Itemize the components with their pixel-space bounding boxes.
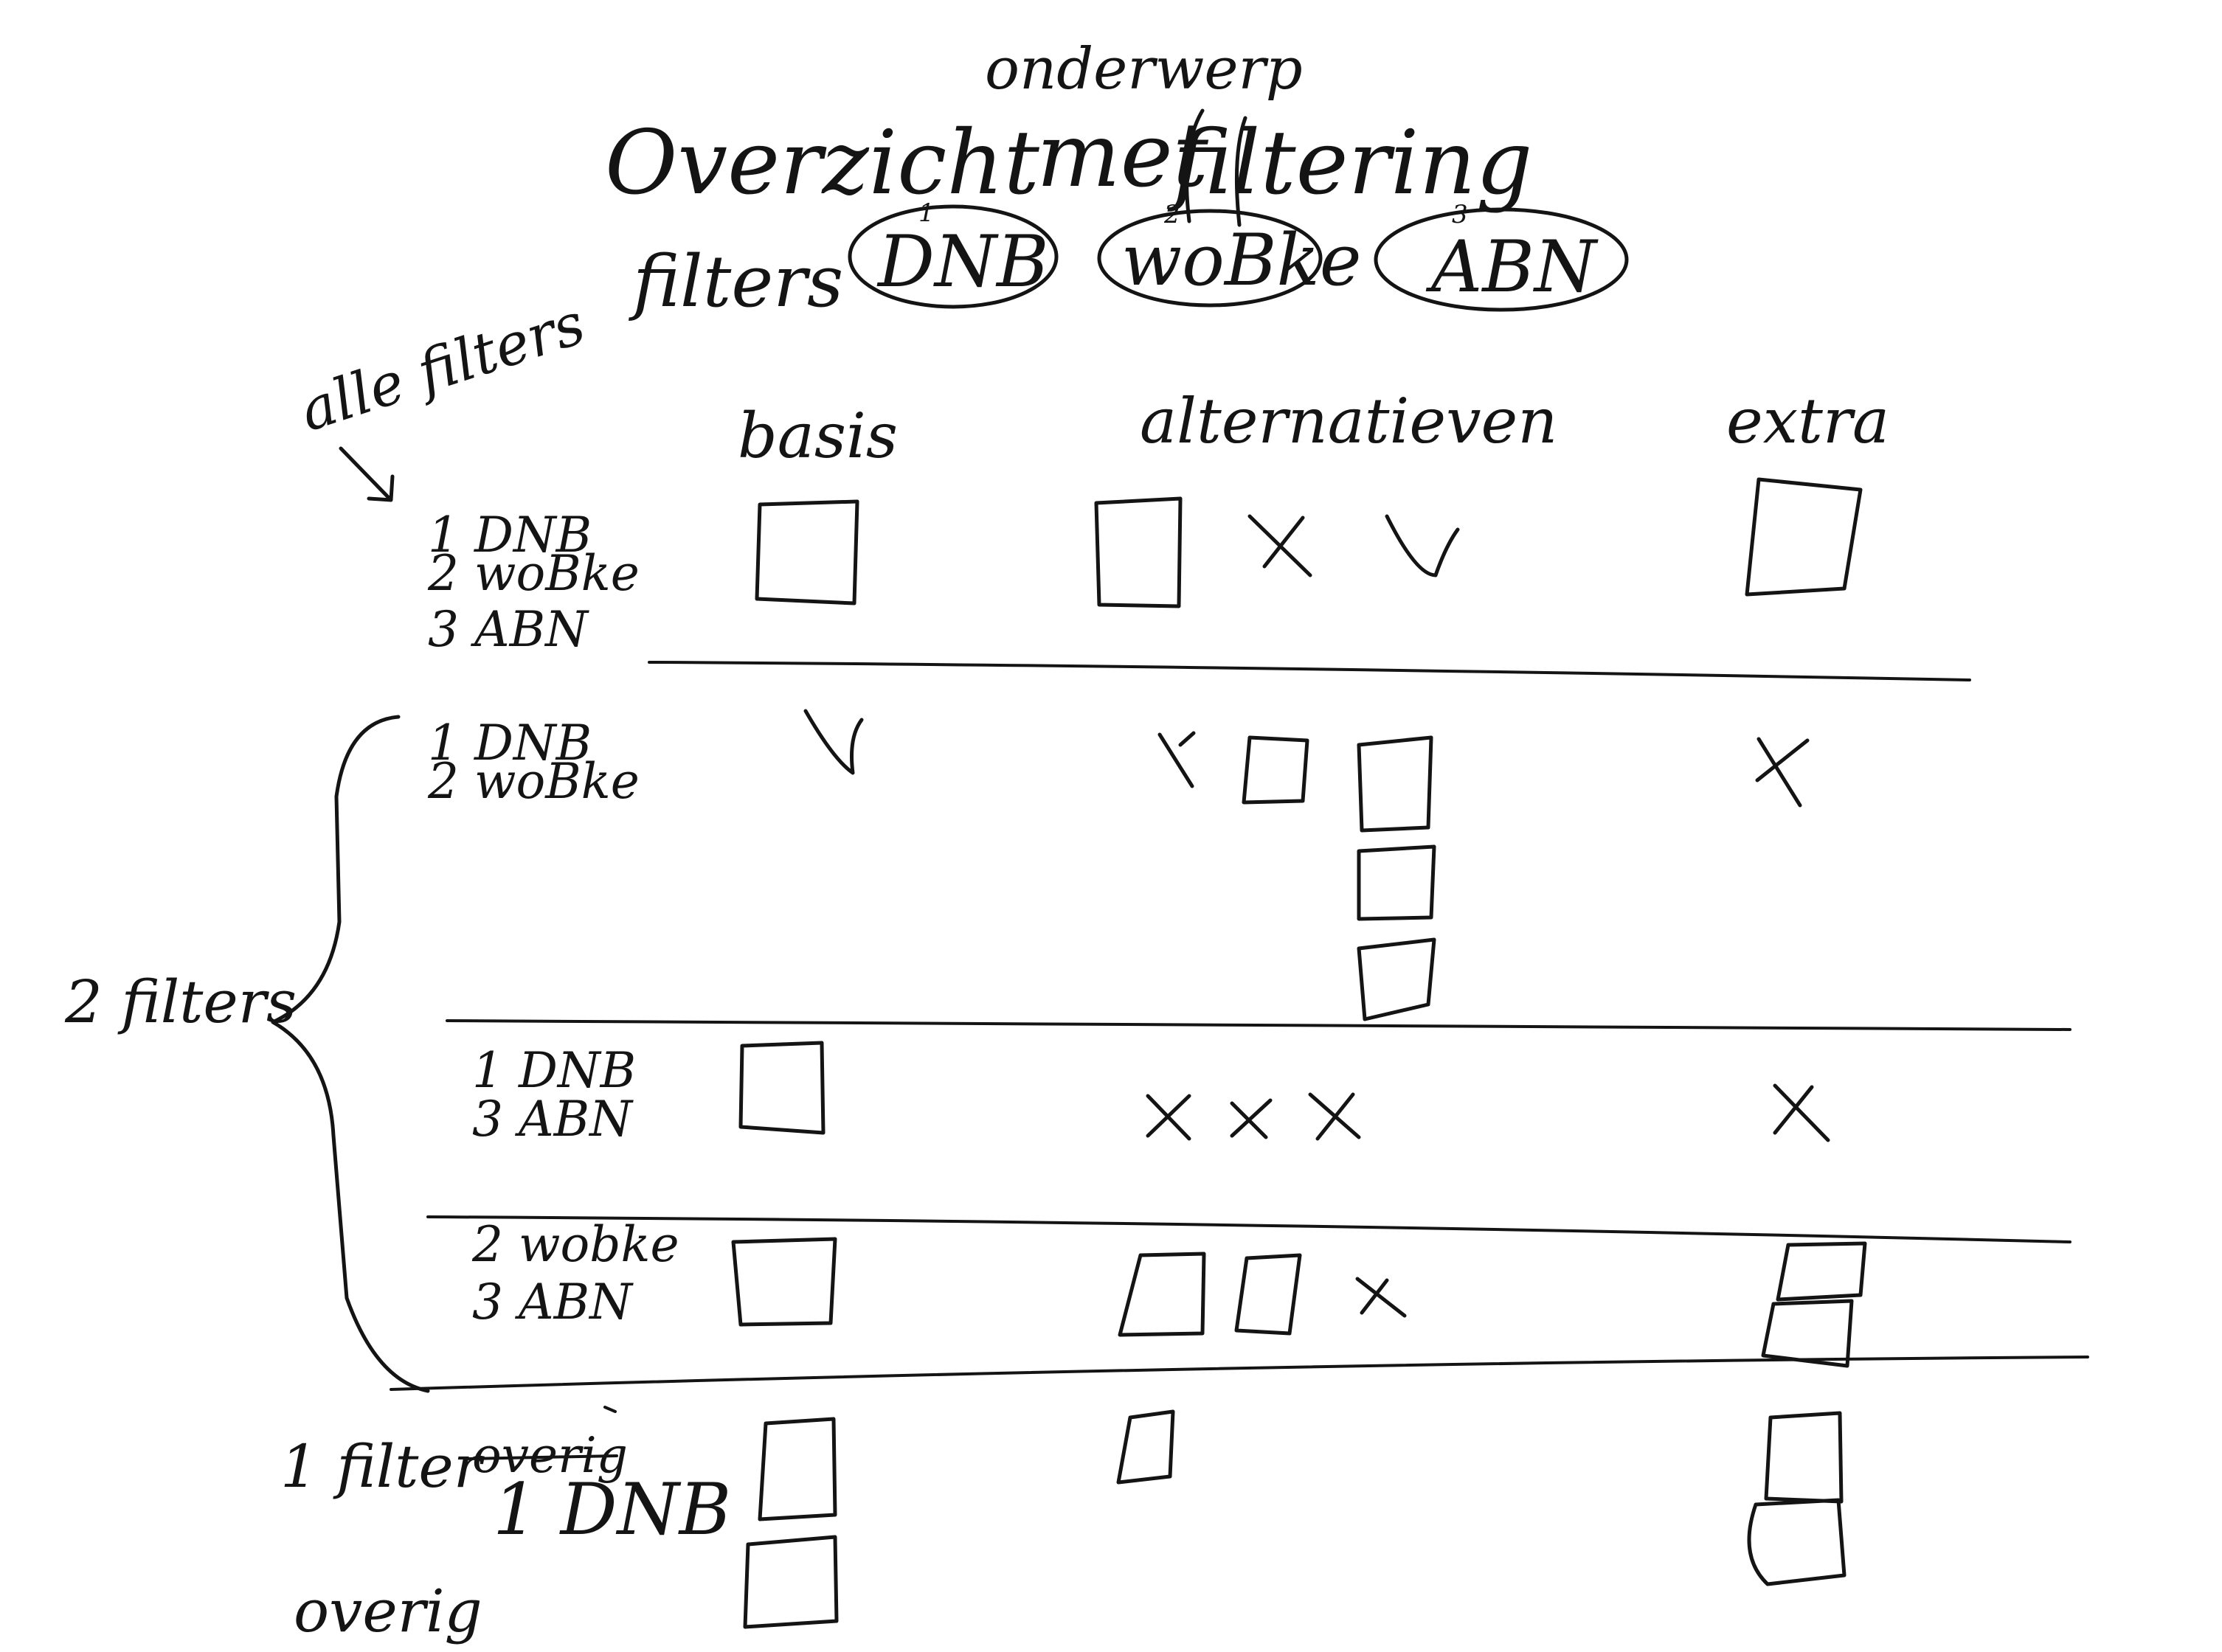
- cross-mark-icon: [1230, 1098, 1273, 1139]
- filter-chip-abn[interactable]: 3 ABN: [1374, 200, 1629, 312]
- placeholder-box: [738, 1041, 826, 1135]
- placeholder-box: [758, 1417, 837, 1521]
- svg-text:1 DNB: 1 DNB: [428, 507, 592, 563]
- placeholder-box: [731, 1237, 837, 1327]
- svg-text:1 DNB: 1 DNB: [472, 1042, 636, 1099]
- cross-mark-icon: [1146, 1094, 1191, 1141]
- one-filter-label: 1 filter: [280, 1432, 485, 1501]
- placeholder-box: [1745, 477, 1863, 597]
- placeholder-box: [1094, 496, 1183, 608]
- cross-mark-icon: [1247, 514, 1312, 577]
- placeholder-box: [1234, 1253, 1302, 1336]
- all-filters-label: alle filters: [292, 291, 592, 445]
- one-filter-struck-word: overig: [465, 1427, 628, 1484]
- cross-mark-icon: [1308, 1092, 1361, 1141]
- placeholder-box: [1776, 1241, 1867, 1302]
- column-header-alternatives: alternatieven: [1140, 385, 1557, 457]
- filters-label: filters: [629, 240, 843, 323]
- cross-mark-icon: [1773, 1083, 1830, 1142]
- svg-text:3: 3: [1452, 200, 1468, 229]
- placeholder-box: [1761, 1299, 1854, 1368]
- row-label-dnb-abn: 1 DNB 3 ABN: [472, 1042, 636, 1148]
- column-header-extra: extra: [1726, 385, 1889, 457]
- svg-text:3 ABN: 3 ABN: [428, 601, 589, 658]
- placeholder-box: [1357, 844, 1436, 921]
- placeholder-box: [1357, 735, 1433, 833]
- title-struck-word: filtering: [1167, 108, 1533, 227]
- row-label-dnb-wobke: 1 DNB 2 woBke: [427, 715, 640, 810]
- two-filters-label: 2 filters: [64, 968, 297, 1036]
- svg-text:2 woBke: 2 woBke: [427, 753, 640, 810]
- check-mark-icon: [1385, 514, 1460, 577]
- row-divider: [426, 1215, 2072, 1243]
- svg-text:1: 1: [918, 198, 935, 228]
- placeholder-box: [1118, 1252, 1206, 1337]
- svg-text:2 woBke: 2 woBke: [427, 545, 640, 602]
- svg-text:DNB: DNB: [876, 221, 1049, 303]
- row-divider: [648, 661, 1971, 681]
- check-mark-icon: [803, 709, 864, 775]
- placeholder-box: [755, 499, 859, 605]
- svg-text:3 ABN: 3 ABN: [472, 1274, 634, 1330]
- placeholder-box: [1357, 937, 1436, 1021]
- cross-mark-icon: [1755, 737, 1810, 808]
- svg-text:3 ABN: 3 ABN: [472, 1091, 634, 1148]
- topic-label: onderwerp: [985, 36, 1303, 103]
- filter-chip-dnb[interactable]: 1 DNB: [848, 198, 1059, 309]
- column-header-basis: basis: [738, 400, 898, 472]
- brace-2-filters: [271, 715, 430, 1393]
- cross-mark-icon: [1157, 731, 1196, 788]
- row-divider: [446, 1019, 2072, 1031]
- placeholder-box: [1747, 1498, 1847, 1586]
- row-divider: [390, 1356, 2089, 1391]
- one-filter-label-group: 1 filter: [280, 1432, 485, 1501]
- row-label-single: 1 DNB: [493, 1468, 731, 1551]
- svg-text:1 DNB: 1 DNB: [428, 715, 592, 771]
- filter-chip-wobke[interactable]: 2 woBke: [1097, 200, 1362, 308]
- placeholder-box: [743, 1535, 839, 1629]
- cross-mark-icon: [1355, 1277, 1407, 1318]
- svg-text:woBke: woBke: [1121, 219, 1362, 302]
- placeholder-box: [1242, 735, 1309, 805]
- row-label-all: 1 DNB 2 woBke 3 ABN: [427, 507, 640, 658]
- rest-label: overig: [294, 1577, 482, 1645]
- arrow-down-right-icon: [339, 446, 395, 502]
- placeholder-box: [1764, 1411, 1844, 1504]
- placeholder-box: [1116, 1409, 1175, 1485]
- svg-text:ABN: ABN: [1425, 226, 1599, 308]
- svg-text:2 wobke: 2 wobke: [471, 1216, 679, 1273]
- row-label-wobke-abn: 2 wobke 3 ABN: [471, 1216, 679, 1330]
- svg-text:2: 2: [1163, 200, 1180, 229]
- pen-tick: [603, 1406, 617, 1413]
- page-title-connector: met: [1036, 105, 1209, 207]
- page-title: Overzicht: [605, 112, 1040, 215]
- svg-text:filtering: filtering: [1167, 112, 1533, 215]
